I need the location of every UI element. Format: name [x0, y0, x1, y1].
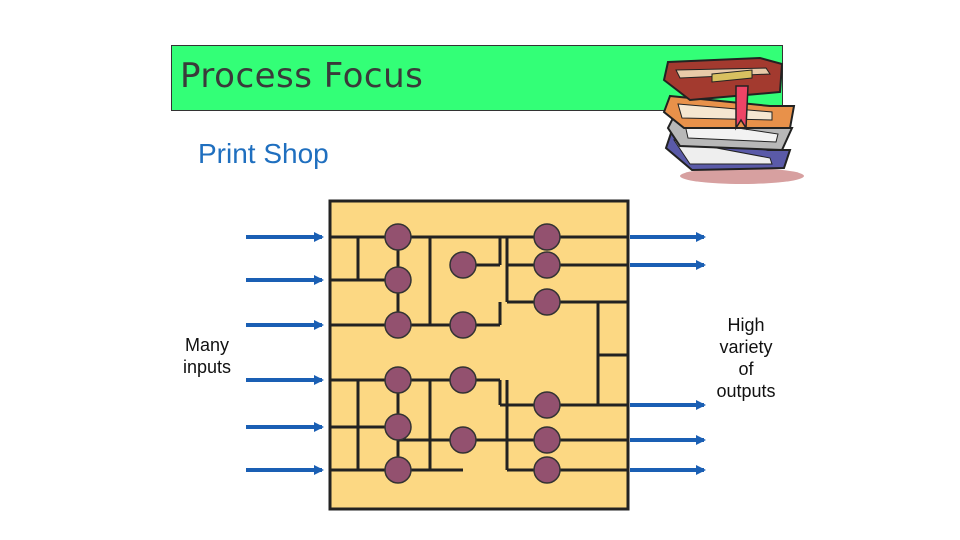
process-node [385, 312, 411, 338]
process-node [534, 427, 560, 453]
process-node [534, 457, 560, 483]
process-node [385, 414, 411, 440]
process-node [385, 367, 411, 393]
process-node [450, 312, 476, 338]
process-node [534, 252, 560, 278]
process-node [534, 224, 560, 250]
process-node [450, 252, 476, 278]
process-node [534, 392, 560, 418]
process-node [450, 367, 476, 393]
process-node [385, 267, 411, 293]
process-node [385, 457, 411, 483]
process-node [534, 289, 560, 315]
process-node [450, 427, 476, 453]
shop-floor-panel [330, 201, 628, 509]
process-node [385, 224, 411, 250]
